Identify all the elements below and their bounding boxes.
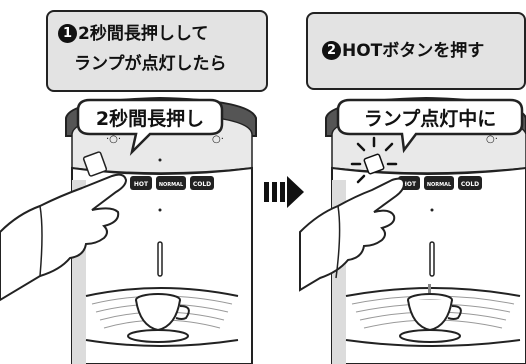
svg-text:HOT: HOT	[402, 181, 417, 188]
cup-icon	[127, 293, 190, 343]
normal-button-left[interactable]: NORMAL	[156, 176, 186, 190]
svg-text:COLD: COLD	[461, 181, 479, 188]
svg-text:NORMAL: NORMAL	[159, 182, 184, 188]
callout-right: ランプ点灯中に	[336, 98, 524, 154]
pointing-hand-icon	[0, 173, 128, 302]
normal-button-right[interactable]: NORMAL	[424, 176, 454, 190]
svg-text:NORMAL: NORMAL	[427, 182, 452, 188]
lamp-flash-icon	[350, 136, 398, 184]
svg-text:○·: ○·	[212, 134, 224, 145]
cup-icon	[399, 293, 462, 343]
step-1-number: 1	[58, 24, 77, 43]
svg-text:·○·: ·○·	[106, 134, 121, 145]
cold-button-right[interactable]: COLD	[458, 176, 482, 190]
hot-button-left[interactable]: HOT	[130, 176, 152, 190]
callout-right-text: ランプ点灯中に	[364, 107, 496, 130]
button-strip-right: HOT NORMAL COLD	[398, 176, 482, 190]
button-strip-left: HOT NORMAL COLD	[82, 151, 214, 190]
step-1-line-2: ランプが点灯したら	[74, 54, 227, 74]
pointing-hand-icon	[299, 177, 406, 292]
svg-text:COLD: COLD	[193, 181, 211, 188]
cold-button-left[interactable]: COLD	[190, 176, 214, 190]
arrow-right-icon	[264, 176, 304, 208]
callout-left-text: 2秒間長押し	[96, 107, 204, 130]
step-2-number: 2	[322, 41, 341, 60]
callout-left: 2秒間長押し	[76, 98, 224, 156]
svg-text:○·: ○·	[486, 134, 498, 145]
svg-text:HOT: HOT	[134, 181, 149, 188]
